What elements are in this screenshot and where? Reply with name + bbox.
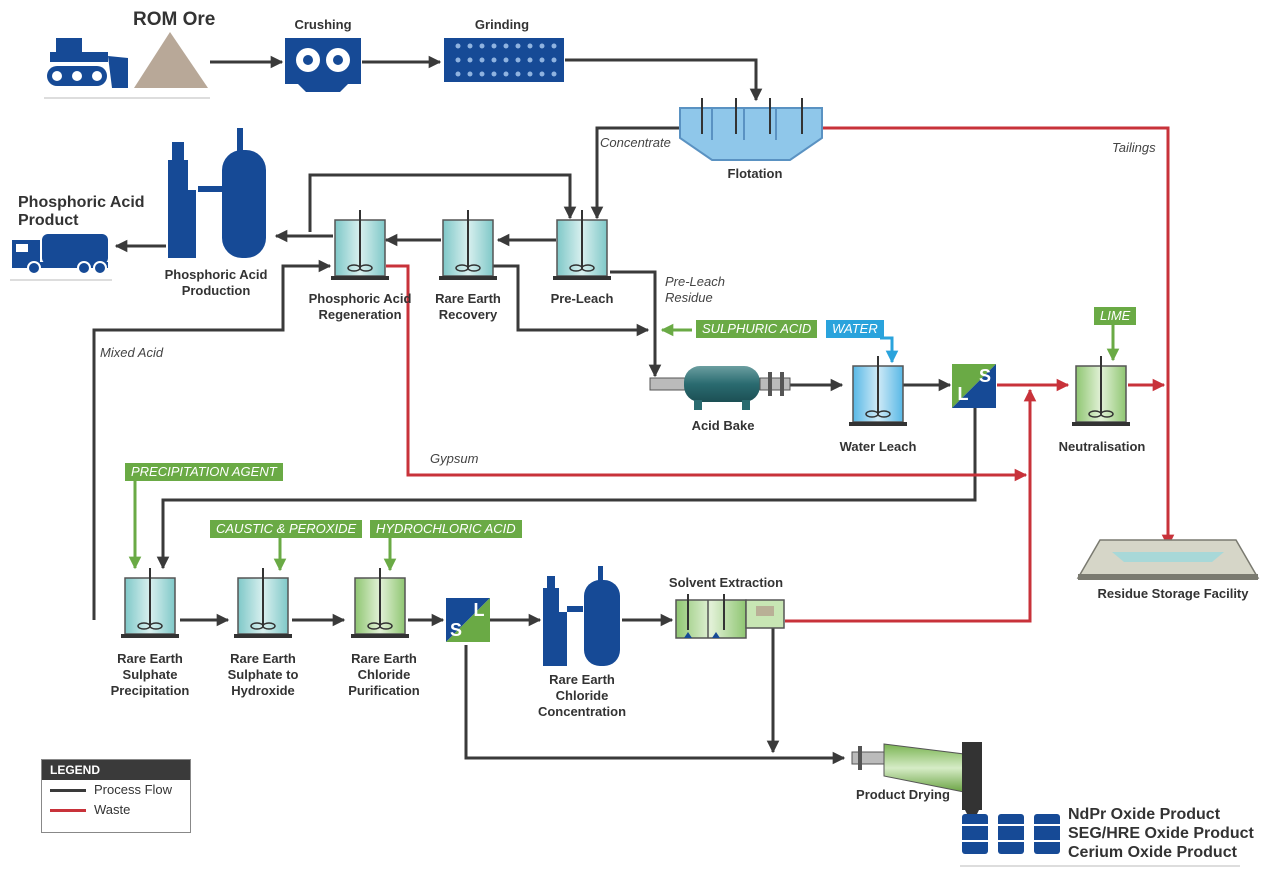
flow-label-pre-leach-residue-2: Residue [665, 290, 713, 305]
residue-storage-icon [1076, 539, 1260, 580]
label-water-leach: Water Leach [839, 439, 917, 454]
label-residue-storage: Residue Storage Facility [1097, 586, 1249, 601]
reagent-caustic-peroxide: CAUSTIC & PEROXIDE [210, 520, 363, 538]
label-re-sulph-hydrox-3: Hydroxide [231, 683, 295, 698]
label-product-drying: Product Drying [856, 787, 950, 802]
flow-label-pre-leach-residue-1: Pre-Leach [665, 274, 725, 289]
label-re-chlor-purif-2: Chloride [357, 667, 411, 682]
product-cerium-oxide: Cerium Oxide Product [1068, 844, 1237, 861]
label-re-recovery-1: Rare Earth [435, 291, 501, 306]
crusher-icon [285, 38, 361, 92]
flow-label-gypsum: Gypsum [430, 451, 479, 466]
tank-water-leach [849, 356, 907, 426]
legend-waste-label: Waste [94, 802, 131, 817]
legend-title: LEGEND [42, 760, 190, 780]
flotation-icon [679, 98, 823, 161]
label-re-sulph-precip-3: Precipitation [110, 683, 190, 698]
tank-pre-leach [553, 210, 611, 280]
phosphoric-product-line1: Phosphoric Acid [18, 194, 145, 211]
legend-waste-swatch [50, 809, 86, 812]
label-phos-regen-1: Phosphoric Acid [308, 291, 412, 306]
label-re-chlor-conc-2: Chloride [555, 688, 609, 703]
product-dryer-icon [851, 742, 982, 824]
flow-solids-to-drying [464, 645, 846, 765]
flow-preleach-residue [610, 270, 662, 378]
label-re-sulph-precip-1: Rare Earth [117, 651, 183, 666]
bulldozer-icon [47, 38, 128, 88]
legend-row-process-flow: Process Flow [42, 780, 190, 800]
tank-re-sulphate-to-hydroxide [234, 568, 292, 638]
label-re-sulph-precip-2: Sulphate [122, 667, 178, 682]
reagent-line-water [880, 336, 899, 364]
flow-mixed-acid [92, 259, 332, 620]
product-ndpr-oxide: NdPr Oxide Product [1068, 806, 1221, 823]
acid-bake-kiln-icon [649, 366, 791, 410]
label-re-chlor-conc-3: Concentration [537, 704, 627, 719]
reagent-sulphuric-acid: SULPHURIC ACID [696, 320, 818, 338]
phosphoric-production-icon [168, 128, 266, 258]
solid-liquid-separator-lower [446, 598, 490, 642]
legend-row-waste: Waste [42, 800, 190, 820]
reagent-precipitation-agent: PRECIPITATION AGENT [125, 463, 283, 481]
label-re-sulph-hydrox-2: Sulphate to [227, 667, 299, 682]
tank-re-chloride-purification [351, 568, 409, 638]
separator-lower-s: S [449, 620, 462, 640]
flow-recovery-to-bake [492, 264, 650, 337]
label-re-recovery-2: Recovery [438, 307, 498, 322]
separator-lower-l: L [473, 600, 485, 620]
waste-gypsum [386, 264, 1028, 482]
product-seg-hre-oxide: SEG/HRE Oxide Product [1068, 825, 1254, 842]
separator-upper-s: S [978, 366, 991, 386]
tank-re-sulphate-precipitation [121, 568, 179, 638]
flow-label-mixed-acid: Mixed Acid [100, 345, 164, 360]
label-phos-production-1: Phosphoric Acid [164, 267, 268, 282]
legend-process-flow-swatch [50, 789, 86, 792]
flow-label-concentrate: Concentrate [600, 135, 671, 150]
solvent-extraction-icon [675, 594, 785, 639]
label-re-chlor-purif-3: Purification [348, 683, 420, 698]
legend-process-flow-label: Process Flow [94, 782, 173, 797]
flow-loop-to-preleach [308, 173, 577, 232]
flow-leach-liquor [156, 408, 977, 570]
label-phos-regen-2: Regeneration [318, 307, 402, 322]
label-re-chlor-purif-1: Rare Earth [351, 651, 417, 666]
legend: LEGEND Process Flow Waste [41, 759, 191, 833]
label-solvent-extraction: Solvent Extraction [668, 575, 784, 590]
flow-label-tailings: Tailings [1112, 140, 1156, 155]
reagent-water: WATER [826, 320, 884, 338]
re-chloride-concentration-icon [543, 566, 620, 666]
separator-upper-l: L [957, 384, 969, 404]
label-acid-bake: Acid Bake [691, 418, 755, 433]
tank-phosphoric-regeneration [331, 210, 389, 280]
ore-title: ROM Ore [133, 9, 216, 30]
tank-neutralisation [1072, 356, 1130, 426]
label-re-sulph-hydrox-1: Rare Earth [230, 651, 296, 666]
waste-tailings [820, 126, 1175, 548]
label-pre-leach: Pre-Leach [550, 291, 614, 306]
label-grinding: Grinding [474, 17, 530, 32]
solid-liquid-separator-upper [952, 364, 996, 408]
reagent-lime: LIME [1094, 307, 1137, 325]
label-crushing: Crushing [294, 17, 352, 32]
label-phos-production-2: Production [181, 283, 251, 298]
tank-rare-earth-recovery [439, 210, 497, 280]
label-neutralisation: Neutralisation [1058, 439, 1146, 454]
flow-grinding-to-flotation [565, 58, 763, 102]
ore-pile-icon [134, 32, 208, 88]
label-re-chlor-conc-1: Rare Earth [549, 672, 615, 687]
flow-concentrate [590, 126, 700, 220]
truck-icon [12, 234, 108, 275]
label-flotation: Flotation [727, 166, 783, 181]
waste-sx-raffinate [785, 388, 1037, 623]
product-drums-icon [962, 814, 1060, 854]
phosphoric-product-line2: Product [18, 212, 79, 229]
reagent-hydrochloric-acid: HYDROCHLORIC ACID [370, 520, 522, 538]
grinding-mill-icon [444, 38, 564, 82]
